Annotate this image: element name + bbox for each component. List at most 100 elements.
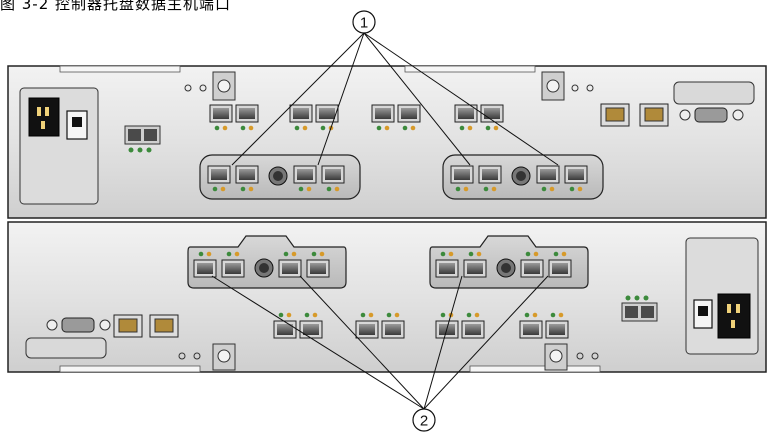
led-icon <box>198 251 204 257</box>
led-icon <box>448 251 454 257</box>
screw-icon <box>217 79 231 93</box>
sfp-port[interactable] <box>289 104 313 131</box>
led-icon <box>459 125 465 131</box>
led-icon <box>474 312 480 318</box>
sfp-port[interactable] <box>435 251 459 278</box>
led-icon <box>302 125 308 131</box>
sfp-port[interactable] <box>463 251 487 278</box>
switch-rocker-icon <box>72 117 82 127</box>
sfp-port[interactable] <box>450 165 474 192</box>
led-icon <box>466 312 472 318</box>
sfp-port[interactable] <box>478 165 502 192</box>
led-icon <box>286 312 292 318</box>
led-icon <box>440 312 446 318</box>
led-icon <box>278 312 284 318</box>
sfp-port[interactable] <box>520 251 544 278</box>
led-icon <box>320 125 326 131</box>
led-icon <box>493 125 499 131</box>
upper-controller-chassis <box>7 65 767 219</box>
upper-latch-left[interactable] <box>184 71 236 101</box>
lower-latch-right[interactable] <box>544 343 599 371</box>
power-pin-icon <box>731 320 735 328</box>
upper-host-ports <box>207 165 588 192</box>
led-icon <box>468 251 474 257</box>
led-icon <box>386 312 392 318</box>
led-icon <box>248 125 254 131</box>
upper-power-inlet <box>28 97 60 137</box>
led-icon <box>146 147 152 153</box>
led-icon <box>326 186 332 192</box>
sfp-port[interactable] <box>545 312 569 339</box>
sfp-port[interactable] <box>480 104 504 131</box>
led-icon <box>549 186 555 192</box>
lower-controller-chassis <box>7 221 767 373</box>
led-icon <box>240 125 246 131</box>
upper-top-flange-right <box>404 65 536 73</box>
upper-serial-port[interactable] <box>679 107 744 123</box>
sfp-port[interactable] <box>221 251 245 278</box>
led-icon <box>334 186 340 192</box>
led-icon <box>248 186 254 192</box>
led-icon <box>550 312 556 318</box>
led-icon <box>384 125 390 131</box>
sfp-port[interactable] <box>519 312 543 339</box>
sfp-port[interactable] <box>461 312 485 339</box>
lower-bottom-flange-right <box>469 365 601 373</box>
led-icon <box>491 186 497 192</box>
upper-serial-bay <box>673 81 755 105</box>
sfp-port[interactable] <box>397 104 421 131</box>
lower-expansion-ports <box>273 312 569 339</box>
led-icon <box>524 312 530 318</box>
lower-bottom-flange-left <box>59 365 201 373</box>
sfp-port[interactable] <box>315 104 339 131</box>
callout-2-number: 2 <box>420 413 428 430</box>
sfp-port[interactable] <box>278 251 302 278</box>
sfp-port[interactable] <box>381 312 405 339</box>
led-icon <box>298 186 304 192</box>
screw-icon <box>546 79 560 93</box>
sfp-port[interactable] <box>548 251 572 278</box>
sfp-port[interactable] <box>235 165 259 192</box>
upper-latch-right[interactable] <box>541 71 594 101</box>
lower-latch-left[interactable] <box>178 343 236 371</box>
led-icon <box>220 186 226 192</box>
led-icon <box>212 186 218 192</box>
led-icon <box>368 312 374 318</box>
sfp-port[interactable] <box>207 165 231 192</box>
led-icon <box>360 312 366 318</box>
led-icon <box>553 251 559 257</box>
figure-caption: 图 3-2 控制器托盘数据主机端口 <box>0 0 232 13</box>
callout-1: 1 <box>231 10 559 166</box>
power-pin-icon <box>45 107 49 116</box>
lower-ethernet-ports <box>113 314 179 338</box>
sfp-port[interactable] <box>355 312 379 339</box>
led-icon <box>402 125 408 131</box>
led-icon <box>561 251 567 257</box>
led-icon <box>410 125 416 131</box>
sfp-port[interactable] <box>371 104 395 131</box>
power-pin-icon <box>727 304 731 313</box>
switch-rocker-icon <box>698 306 708 316</box>
led-icon <box>376 125 382 131</box>
lower-controller <box>7 221 767 373</box>
sfp-port[interactable] <box>321 165 345 192</box>
lower-serial-bay <box>25 337 107 359</box>
sfp-port[interactable] <box>306 251 330 278</box>
sfp-port[interactable] <box>193 251 217 278</box>
sfp-port[interactable] <box>536 165 560 192</box>
led-icon <box>533 251 539 257</box>
screw-icon <box>549 349 563 363</box>
led-icon <box>226 251 232 257</box>
led-icon <box>483 186 489 192</box>
lower-serial-port[interactable] <box>46 317 111 333</box>
led-icon <box>240 186 246 192</box>
led-icon <box>577 186 583 192</box>
lower-power-inlet <box>717 293 751 339</box>
sfp-port[interactable] <box>209 104 233 131</box>
sfp-port[interactable] <box>235 104 259 131</box>
power-pin-icon <box>37 107 41 116</box>
sfp-port[interactable] <box>454 104 478 131</box>
sfp-port[interactable] <box>293 165 317 192</box>
led-icon <box>304 312 310 318</box>
sfp-port[interactable] <box>564 165 588 192</box>
